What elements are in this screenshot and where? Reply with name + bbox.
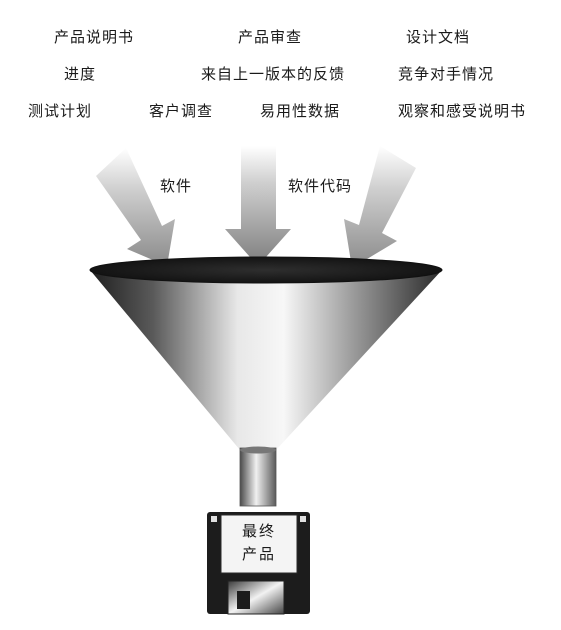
label-source-code: 软件代码: [288, 177, 353, 195]
arrow-center: [225, 146, 291, 266]
input-usability-data: 易用性数据: [259, 102, 341, 120]
arrow-right: [344, 146, 416, 268]
input-test-plan: 测试计划: [27, 102, 93, 120]
label-software: 软件: [160, 177, 193, 195]
input-look-feel-spec: 观察和感受说明书: [397, 102, 527, 120]
funnel: [89, 256, 443, 507]
input-product-review: 产品审查: [237, 28, 303, 46]
floppy-disk-icon: [207, 512, 310, 615]
input-prev-version-feedback: 来自上一版本的反馈: [200, 65, 346, 83]
output-label-line1: 最终: [241, 522, 276, 540]
input-product-spec: 产品说明书: [53, 28, 135, 46]
output-label-line2: 产品: [241, 545, 276, 563]
input-customer-survey: 客户调查: [148, 102, 214, 120]
input-schedule: 进度: [63, 65, 97, 83]
arrow-left: [96, 148, 175, 266]
input-design-docs: 设计文档: [405, 28, 471, 46]
input-labels: 产品说明书 产品审查 设计文档 进度 来自上一版本的反馈 竞争对手情况 测试计划…: [0, 0, 561, 130]
input-competitive-info: 竞争对手情况: [397, 65, 495, 83]
